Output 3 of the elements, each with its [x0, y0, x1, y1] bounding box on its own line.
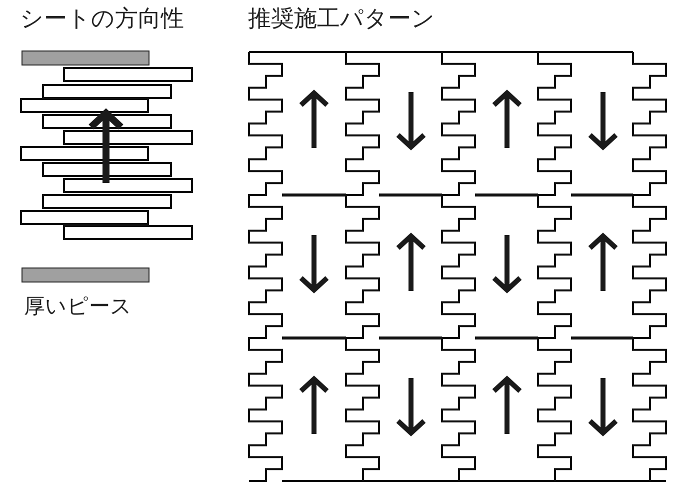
heading: 推奨施工パターン [248, 8, 435, 31]
heading: シートの方向性 [20, 8, 184, 31]
caption-text: 厚いピース [24, 296, 132, 317]
